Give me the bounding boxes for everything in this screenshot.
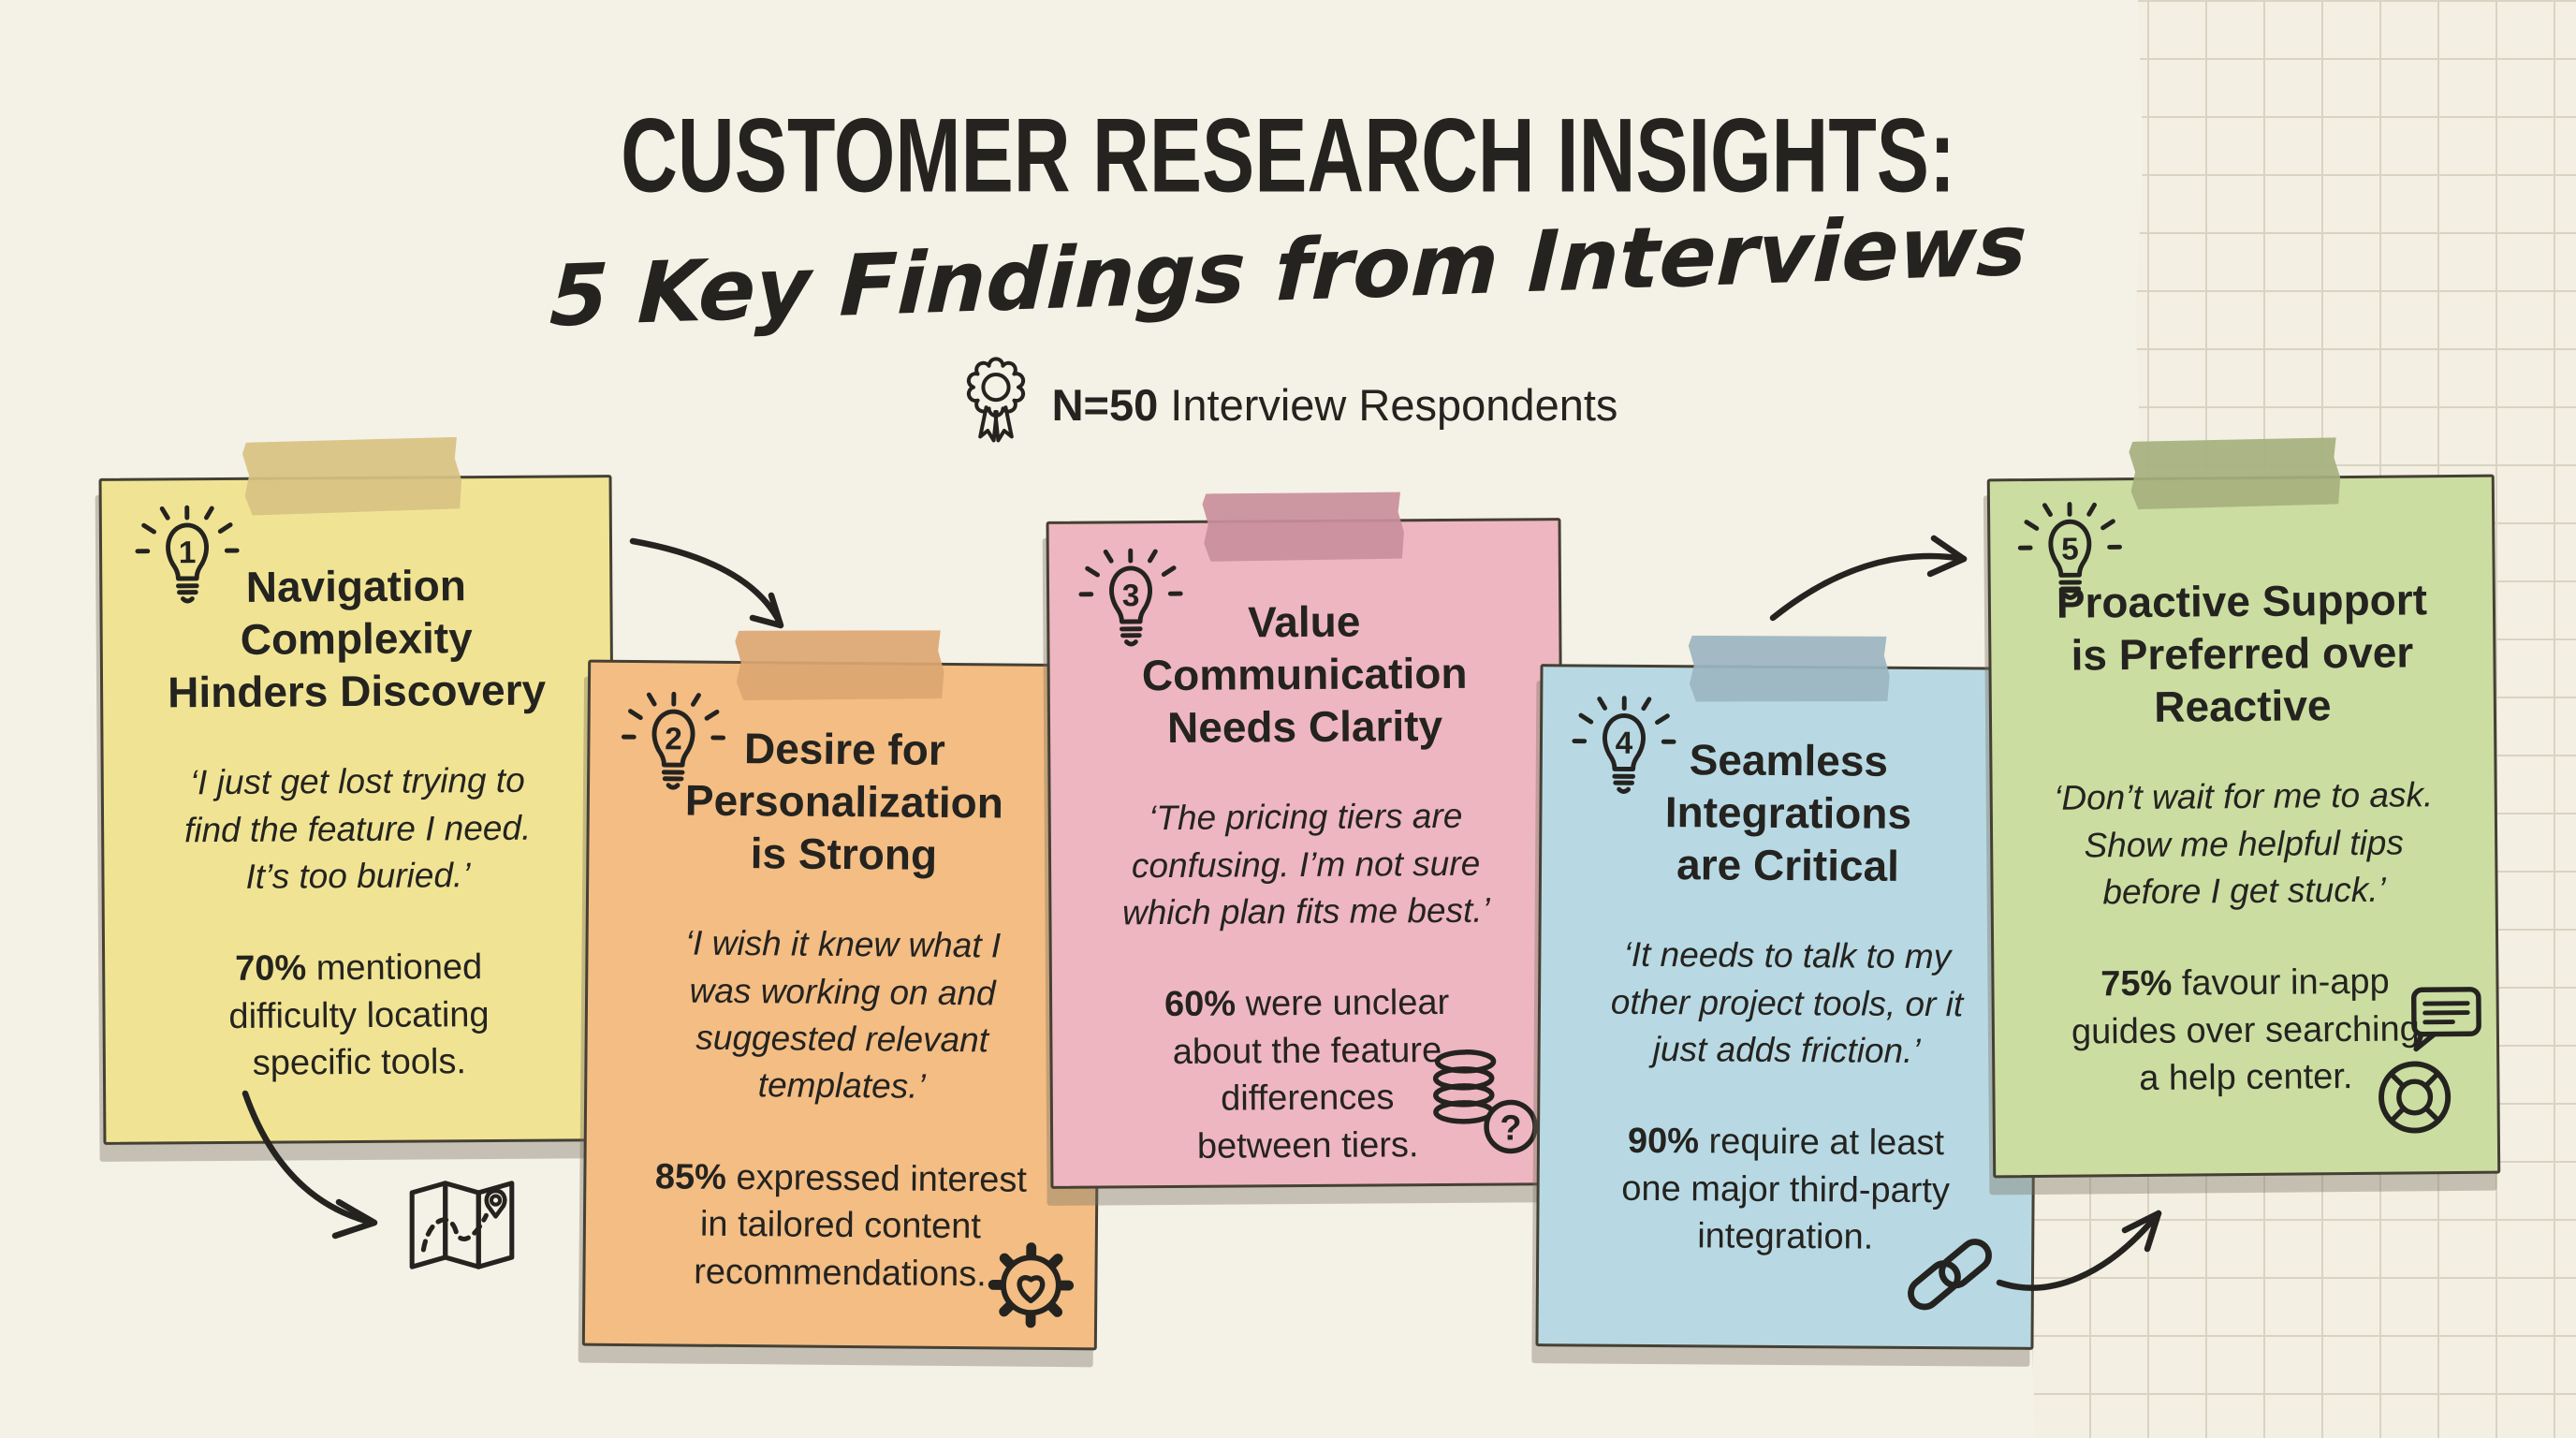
note-stat: 70% mentioned difficulty locating specif… [228,947,490,1084]
note-quote: ‘I wish it knew what I was working on an… [684,923,1002,1107]
svg-text:4: 4 [1616,726,1633,761]
svg-text:1: 1 [179,536,197,570]
map-icon [409,1181,515,1269]
sticky-note-3: 3 Value Communication Needs Clarity ‘The… [1046,518,1566,1189]
tape-strip [2129,431,2342,515]
lightbulb-1-icon: 1 [135,505,240,604]
chain-link-icon [1908,1239,1992,1311]
gear-heart-icon [988,1242,1075,1328]
tape-strip [1689,630,1891,707]
coins-question-icon: ? [1432,1049,1538,1154]
sticky-note-5: 5 Proactive Support is Preferred over Re… [1986,475,2501,1179]
sticky-note-4: 4 Seamless Integrations are Critical ‘It… [1535,664,2039,1350]
svg-text:3: 3 [1122,579,1140,613]
tape-strip [735,624,945,706]
tape-strip [1202,486,1405,567]
respondents-text: N=50 Interview Respondents [1051,379,1618,430]
svg-text:?: ? [1500,1108,1522,1148]
sticky-note-2: 2 Desire for Personalization is Strong ‘… [581,660,1104,1351]
note-quote: ‘Don’t wait for me to ask. Show me helpf… [2054,775,2434,912]
chat-lifebuoy-icon [2378,987,2481,1134]
lightbulb-4-icon: 4 [1572,696,1676,794]
page-title: CUSTOMER RESEARCH INSIGHTS: [621,95,1955,214]
note-quote: ‘The pricing tiers are confusing. I’m no… [1121,797,1490,932]
lightbulb-5-icon: 5 [2017,502,2122,600]
note-quote: ‘It needs to talk to my other project to… [1610,935,1964,1070]
respondents-badge: N=50 Interview Respondents [0,348,2576,461]
svg-text:2: 2 [665,722,682,756]
lightbulb-2-icon: 2 [621,691,726,790]
tape-strip [242,430,463,521]
page-subtitle: 5 Key Findings from Interviews [548,196,2028,346]
sticky-note-1: 1 Navigation Complexity Hinders Discover… [98,475,617,1145]
svg-text:5: 5 [2061,532,2079,566]
note-quote: ‘I just get lost trying to find the feat… [183,761,532,896]
award-ribbon-icon [966,357,1025,443]
lightbulb-3-icon: 3 [1078,548,1183,647]
